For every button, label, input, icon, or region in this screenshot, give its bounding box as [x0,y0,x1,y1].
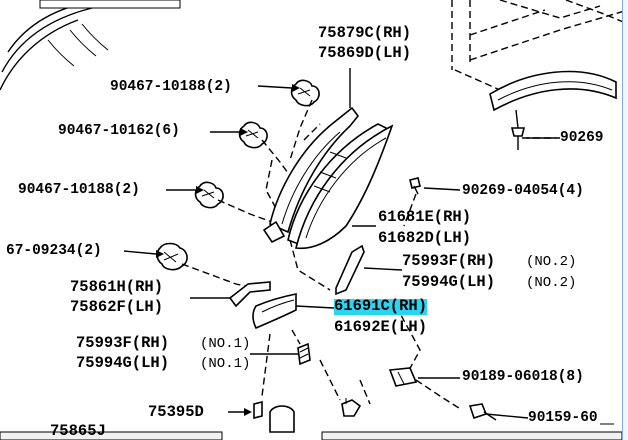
label-67-09234: 67-09234(2) [6,243,102,259]
label-no1-b: (NO.1) [200,356,251,372]
label-90159-60: 90159-60 [528,410,598,426]
label-75994g-no2: 75994G(LH) [402,273,496,291]
clip-09234-shape [156,242,188,271]
label-90467-10188-top: 90467-10188(2) [110,79,232,95]
label-61681e-rh: 61681E(RH) [378,208,472,226]
window-right-edge [622,0,628,440]
strip-no2-shape [335,244,365,296]
pad-no1-shape [297,342,311,366]
bolt-90159-shape [468,403,497,421]
label-61691c-rh-highlighted: 61691C(RH) [334,297,428,315]
clip-10162-shape [238,121,268,149]
label-75861h-rh: 75861H(RH) [70,278,164,296]
label-75993f-no1: 75993F(RH) [76,334,170,352]
nut-90189-shape [388,367,418,387]
label-75862f-lh: 75862F(LH) [70,298,164,316]
label-no2-b: (NO.2) [526,275,577,291]
label-no2-a: (NO.2) [526,254,577,270]
fender-molding-assembly [262,106,394,250]
label-75395d: 75395D [148,403,204,421]
label-75869d-lh: 75869D(LH) [318,44,412,62]
label-75865j: 75865J [50,422,106,440]
bracket-75861-shape [228,281,271,308]
leader-lines [123,68,556,419]
label-90269-top: 90269 [560,130,604,146]
label-61682d-lh: 61682D(LH) [378,229,472,247]
label-75993f-no2: 75993F(RH) [402,252,496,270]
label-90467-10162: 90467-10162(6) [58,123,180,139]
tire-outline [0,0,109,91]
label-90467-10188-mid: 90467-10188(2) [18,182,140,198]
clip-10188-mid-shape [194,181,224,209]
mud-guard-61691-shape [252,293,297,330]
body-panel-outline [451,0,628,91]
screw-90269-shape [409,177,421,195]
bottom-small-parts [253,398,362,433]
label-90269-04054: 90269-04054(4) [462,183,584,199]
top-left-frame [39,0,181,9]
label-61692e-lh: 61692E(LH) [334,318,428,336]
clip-10188-top-shape [290,79,320,107]
label-75994g-no1: 75994G(LH) [76,354,170,372]
label-75879c-rh: 75879C(RH) [318,24,412,42]
label-90189-06018: 90189-06018(8) [462,369,584,385]
label-no1-a: (NO.1) [200,336,251,352]
